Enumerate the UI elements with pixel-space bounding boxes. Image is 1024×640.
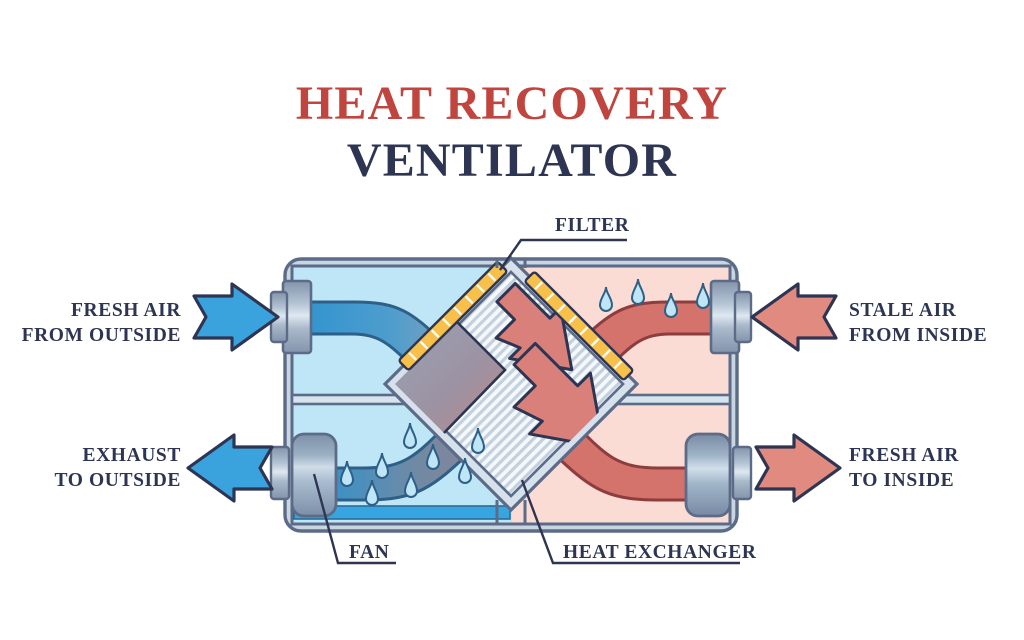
filter-pleats [408,272,623,370]
title-line-1: HEAT RECOVERY [296,77,728,130]
droplet [598,286,614,312]
arrow-fresh-air-from-outside [192,282,280,352]
filter-strip-right [524,271,634,381]
fan-right [684,432,732,518]
label-stale-air-from-inside-line1: STALE AIR [849,300,957,321]
droplet [630,278,646,305]
title-line-2: VENTILATOR [347,134,677,187]
label-filter: FILTER [555,215,630,236]
droplet [425,443,441,470]
arrow-exhaust-to-outside [186,433,274,503]
page-title: HEAT RECOVERY VENTILATOR [296,77,728,187]
label-heat-exchanger: HEAT EXCHANGER [563,542,757,563]
condensate-pool [294,506,510,519]
arrow-stale-air-from-inside [750,282,838,352]
core-neck-top [495,258,527,268]
droplet [364,479,380,506]
label-fresh-air-to-inside-line1: FRESH AIR [849,445,959,466]
exhaust-flange-left [269,445,291,501]
leader-filter [499,238,627,271]
label-exhaust-to-outside-line1: EXHAUST [83,445,181,466]
droplet [339,460,355,487]
heat-transfer-arrows [494,281,606,449]
supply-flange-right [731,445,753,501]
callout-labels: FRESH AIR FROM OUTSIDE EXHAUST TO OUTSID… [22,215,987,563]
label-fresh-air-from-outside-line1: FRESH AIR [71,300,181,321]
heat-arrow-lower [512,341,606,449]
core-neck-bottom [495,500,527,524]
arrow-fresh-air-to-inside [754,433,842,503]
label-fresh-air-from-outside-line2: FROM OUTSIDE [22,325,181,346]
droplet [402,422,418,449]
leader-fan [312,473,396,565]
droplet [403,471,419,498]
label-exhaust-to-outside-line2: TO OUTSIDE [55,470,181,491]
heat-exchanger [382,255,640,524]
droplet [663,292,679,318]
inlet-flange-top-right [733,290,753,344]
droplet [374,452,390,479]
leader-heat-exchanger [520,479,740,565]
droplet [695,282,711,309]
droplet [457,457,473,484]
filter [398,261,634,381]
label-fan: FAN [349,542,389,563]
label-fresh-air-to-inside-line2: TO INSIDE [849,470,954,491]
callout-leaders [312,238,740,565]
label-stale-air-from-inside-line2: FROM INSIDE [849,325,987,346]
droplet [470,427,486,454]
